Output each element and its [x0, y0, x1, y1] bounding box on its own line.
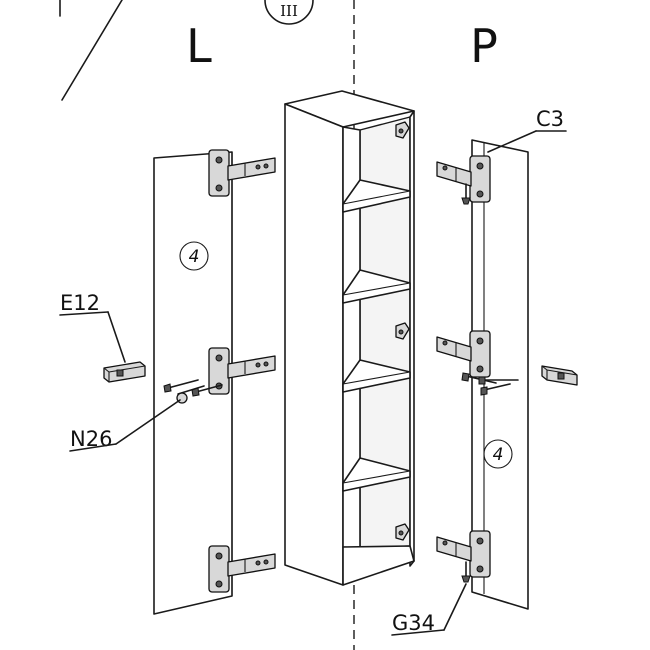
door-left: 4: [153, 151, 233, 615]
hinge-left-middle: [208, 347, 276, 395]
door-number-right: 4: [493, 445, 504, 465]
mounting-plates: [395, 121, 410, 541]
door-right: 4: [471, 139, 529, 610]
callout-g34: G34: [391, 583, 467, 636]
hinge-right-bottom: [436, 530, 491, 583]
hinge-right-middle: [436, 330, 491, 378]
hinge-left-bottom: [208, 545, 276, 593]
cabinet-shelves: [342, 179, 411, 492]
door-number-left: 4: [189, 247, 200, 267]
screws-right: [461, 372, 519, 396]
previous-step-fragment: [59, 0, 123, 101]
step-number-badge: III: [264, 0, 314, 25]
callout-c3: C3: [487, 107, 567, 153]
part-e12-left: [103, 361, 146, 383]
callout-e12: E12: [59, 291, 126, 363]
side-label-right: P: [470, 19, 498, 73]
label-c3: C3: [536, 107, 564, 131]
label-e12: E12: [60, 291, 100, 315]
hinge-right-top: [436, 155, 491, 205]
side-label-left: L: [186, 19, 212, 73]
cabinet: [284, 90, 415, 586]
step-number: III: [280, 2, 298, 20]
part-e12-right: [541, 365, 578, 386]
hinge-left-top: [208, 149, 276, 197]
callout-n26: N26: [69, 399, 181, 452]
screws-left: [163, 379, 223, 404]
